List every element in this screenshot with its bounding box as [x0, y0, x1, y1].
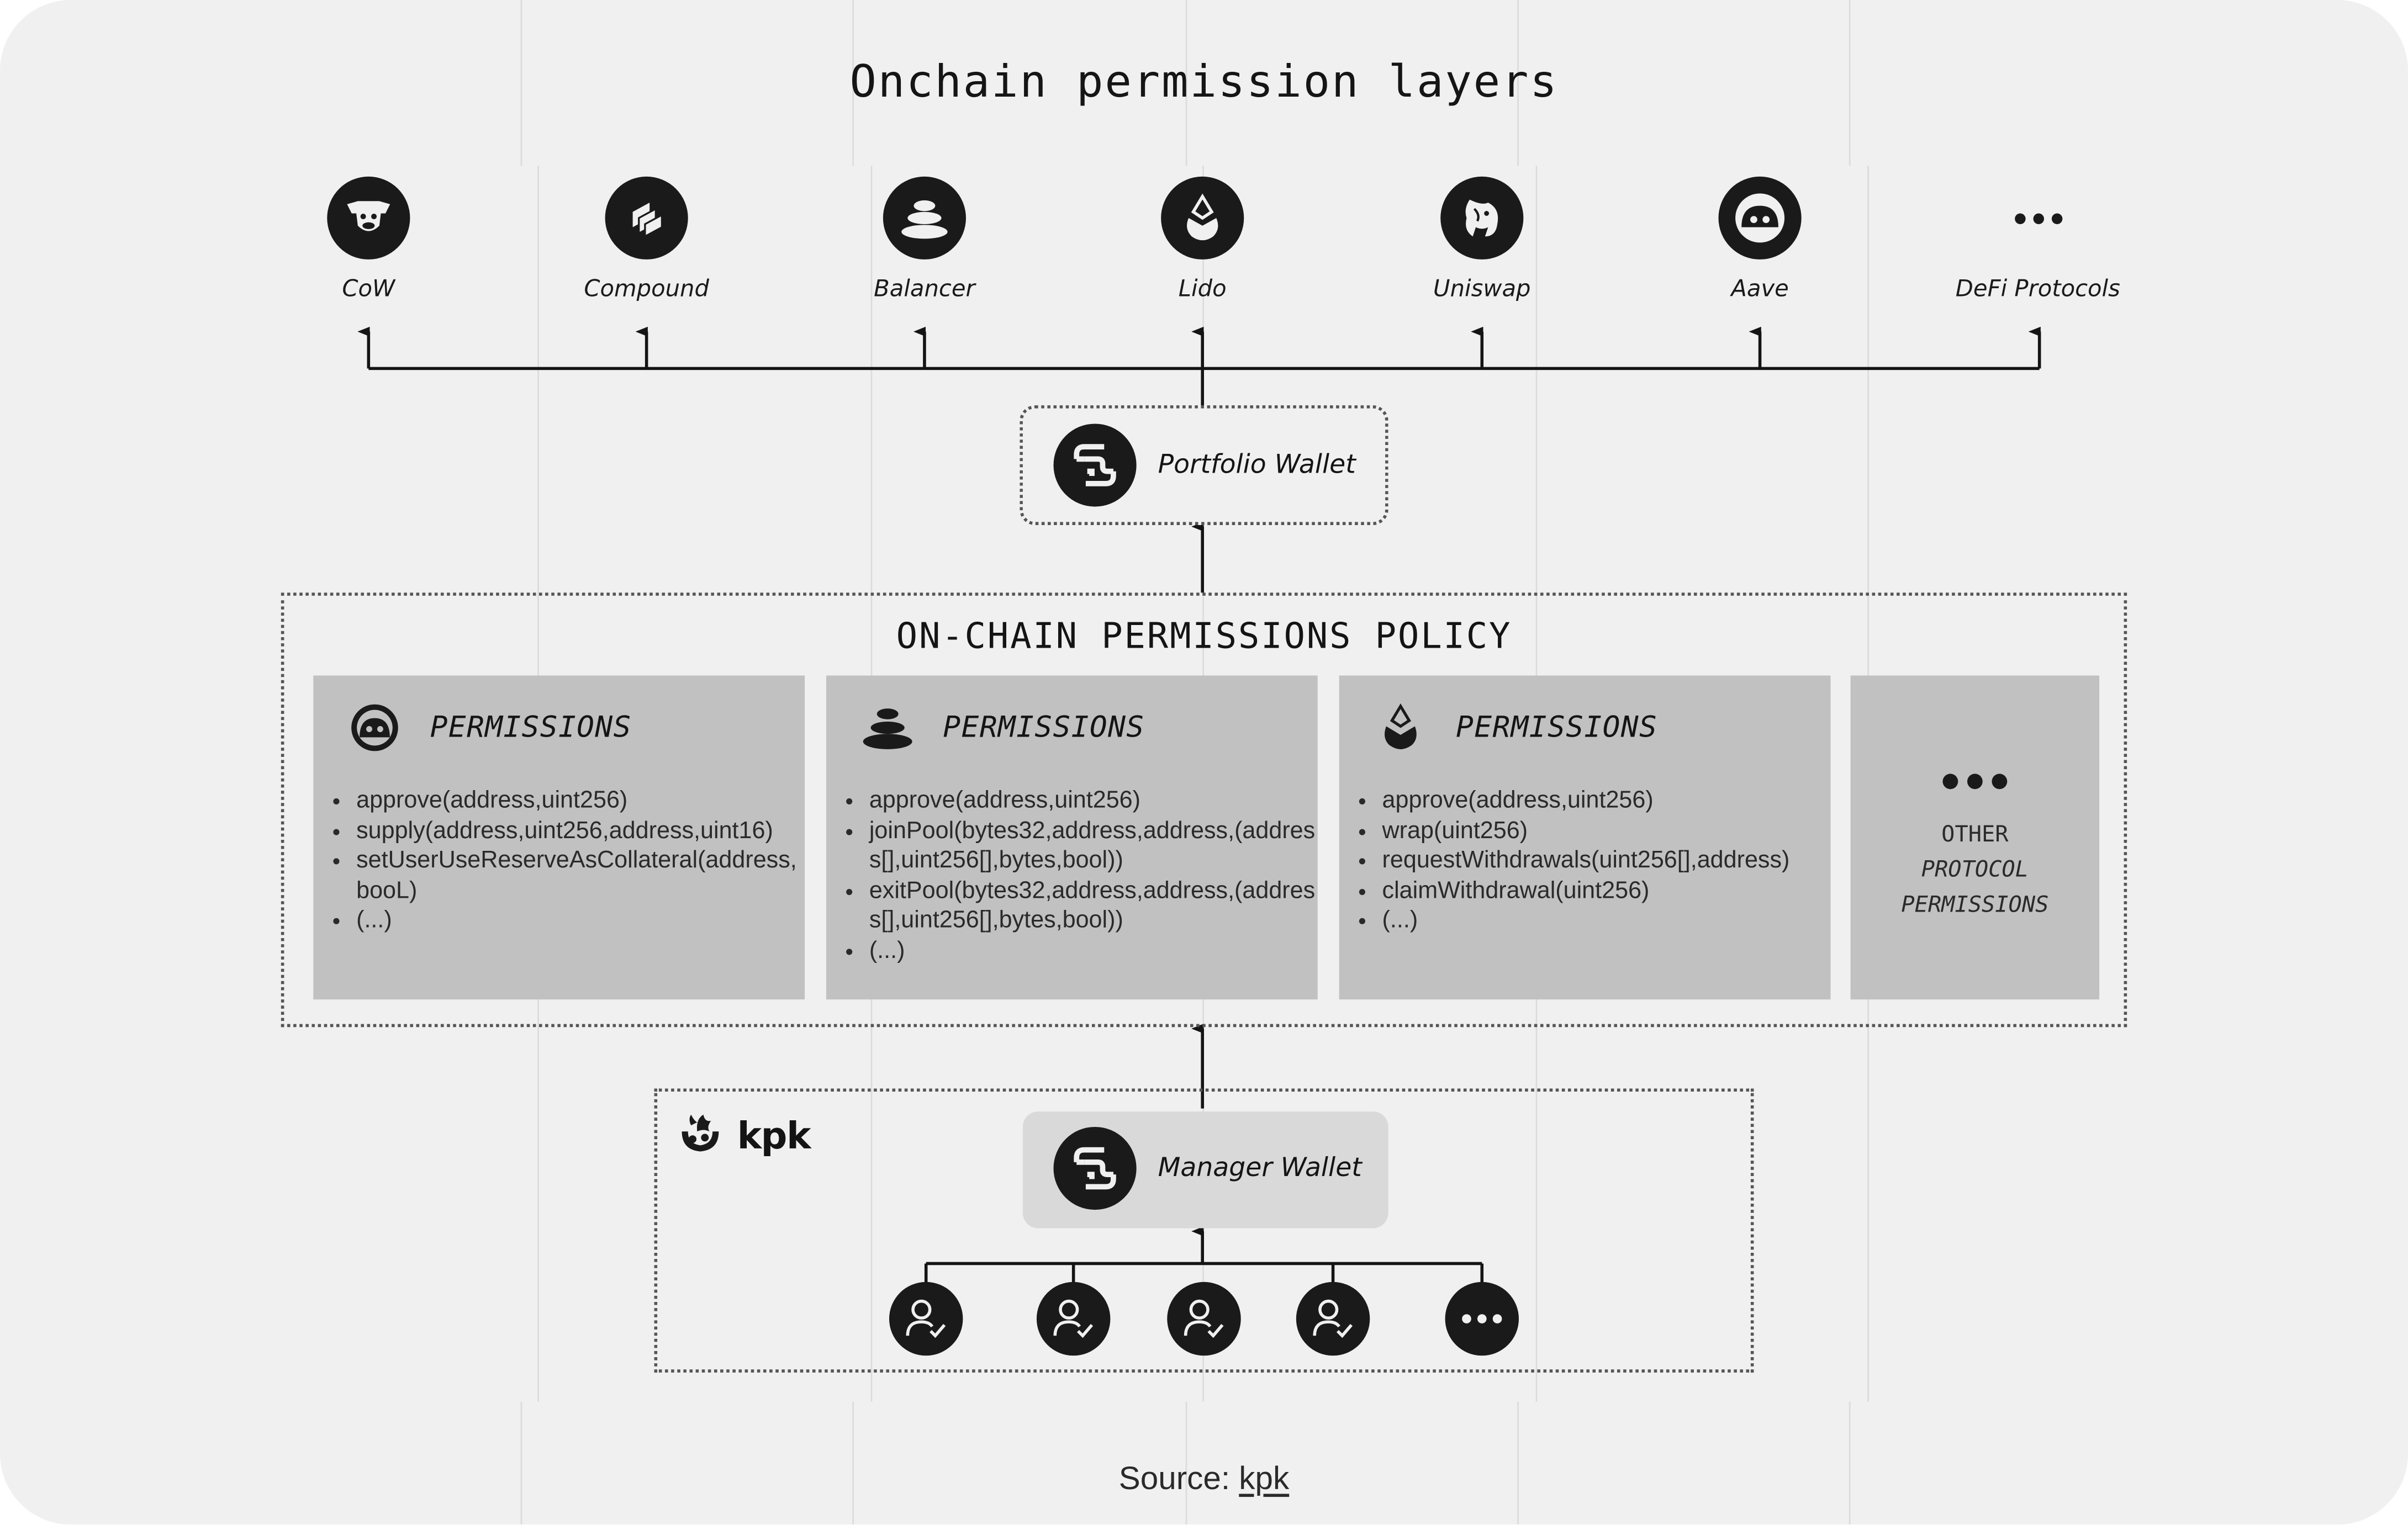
permission-item: supply(address,uint256,address,uint16) [356, 816, 811, 846]
permission-card-heading: PERMISSIONS [943, 711, 1145, 745]
protocol-label: Uniswap [1433, 274, 1531, 303]
protocol-label: Aave [1731, 274, 1789, 303]
signer-ellipsis-icon [1445, 1282, 1519, 1356]
protocol-label: Lido [1178, 274, 1227, 303]
safe-wallet-icon [1053, 423, 1137, 507]
ellipsis-icon [1997, 177, 2079, 260]
permission-item: approve(address,uint256) [869, 786, 1324, 816]
policy-title: ON-CHAIN PERMISSIONS POLICY [896, 617, 1512, 658]
protocol-label: Compound [584, 274, 709, 303]
permission-item: (...) [356, 906, 811, 936]
permission-list: approve(address,uint256) supply(address,… [332, 786, 811, 936]
protocol-label: CoW [342, 274, 395, 303]
permission-card-balancer: PERMISSIONS approve(address,uint256) joi… [826, 675, 1318, 1000]
manager-wallet: Manager Wallet [1022, 1111, 1388, 1229]
permission-item: claimWithdrawal(uint256) [1382, 876, 1837, 906]
kpk-logo-icon [675, 1110, 725, 1162]
protocol-balancer: Balancer [832, 176, 1017, 303]
other-line: PERMISSIONS [1901, 893, 2049, 918]
signer-user-check-icon [1167, 1282, 1241, 1356]
kpk-logo: kpk [675, 1110, 811, 1162]
portfolio-wallet: Portfolio Wallet [1020, 405, 1388, 525]
lido-icon [1161, 176, 1244, 260]
permission-item: joinPool(bytes32,address,address,(addres… [869, 816, 1324, 876]
permission-item: approve(address,uint256) [1382, 786, 1837, 816]
permission-card-other: OTHER PROTOCOL PERMISSIONS [1850, 675, 2100, 1000]
protocol-compound: Compound [555, 176, 739, 303]
signer-user-check-icon [889, 1282, 963, 1356]
uniswap-icon [1440, 176, 1524, 260]
balancer-icon [860, 700, 915, 755]
other-line: PROTOCOL [1921, 858, 2029, 883]
source-prefix: Source: [1118, 1462, 1239, 1497]
permission-list: approve(address,uint256) wrap(uint256) r… [1358, 786, 1837, 936]
portfolio-wallet-label: Portfolio Wallet [1158, 449, 1356, 481]
aave-icon [1718, 176, 1802, 260]
diagram-title: Onchain permission layers [849, 55, 1559, 108]
permission-item: (...) [1382, 906, 1837, 936]
cow-icon [327, 176, 410, 260]
other-line: OTHER [1941, 823, 2009, 848]
kpk-manager-group: kpk Manager Wallet [654, 1088, 1754, 1373]
manager-wallet-label: Manager Wallet [1158, 1153, 1362, 1184]
permission-item: setUserUseReserveAsCollateral(address, b… [356, 846, 811, 906]
permission-item: requestWithdrawals(uint256[],address) [1382, 846, 1837, 876]
permission-list: approve(address,uint256) joinPool(bytes3… [844, 786, 1324, 966]
aave-icon [347, 700, 402, 755]
compound-icon [605, 176, 688, 260]
protocol-label: Balancer [874, 274, 975, 303]
ellipsis-icon [1851, 774, 2099, 790]
protocol-label: DeFi Protocols [1955, 274, 2120, 303]
signer-user-check-icon [1296, 1282, 1370, 1356]
safe-wallet-icon [1053, 1126, 1137, 1210]
source-caption: Source: kpk [0, 1462, 2408, 1498]
balancer-icon [883, 176, 967, 260]
permission-card-lido: PERMISSIONS approve(address,uint256) wra… [1339, 675, 1831, 1000]
lido-icon [1373, 700, 1428, 755]
signer-user-check-icon [1036, 1282, 1111, 1356]
protocol-aave: Aave [1668, 176, 1852, 303]
permission-card-aave: PERMISSIONS approve(address,uint256) sup… [313, 675, 805, 1000]
other-permissions-label: OTHER PROTOCOL PERMISSIONS [1851, 818, 2099, 924]
permission-item: approve(address,uint256) [356, 786, 811, 816]
permission-card-heading: PERMISSIONS [1456, 711, 1658, 745]
permissions-policy: ON-CHAIN PERMISSIONS POLICY PERMISSIONS … [281, 592, 2127, 1028]
source-link[interactable]: kpk [1239, 1462, 1290, 1497]
permission-card-heading: PERMISSIONS [430, 711, 632, 745]
protocol-lido: Lido [1110, 176, 1295, 303]
kpk-logo-text: kpk [737, 1114, 811, 1158]
protocol-uniswap: Uniswap [1390, 176, 1574, 303]
protocol-defi-other: DeFi Protocols [1946, 177, 2130, 303]
protocol-cow: CoW [277, 176, 461, 303]
permission-item: exitPool(bytes32,address,address,(addres… [869, 876, 1324, 935]
permission-item: (...) [869, 936, 1324, 966]
permission-item: wrap(uint256) [1382, 816, 1837, 846]
